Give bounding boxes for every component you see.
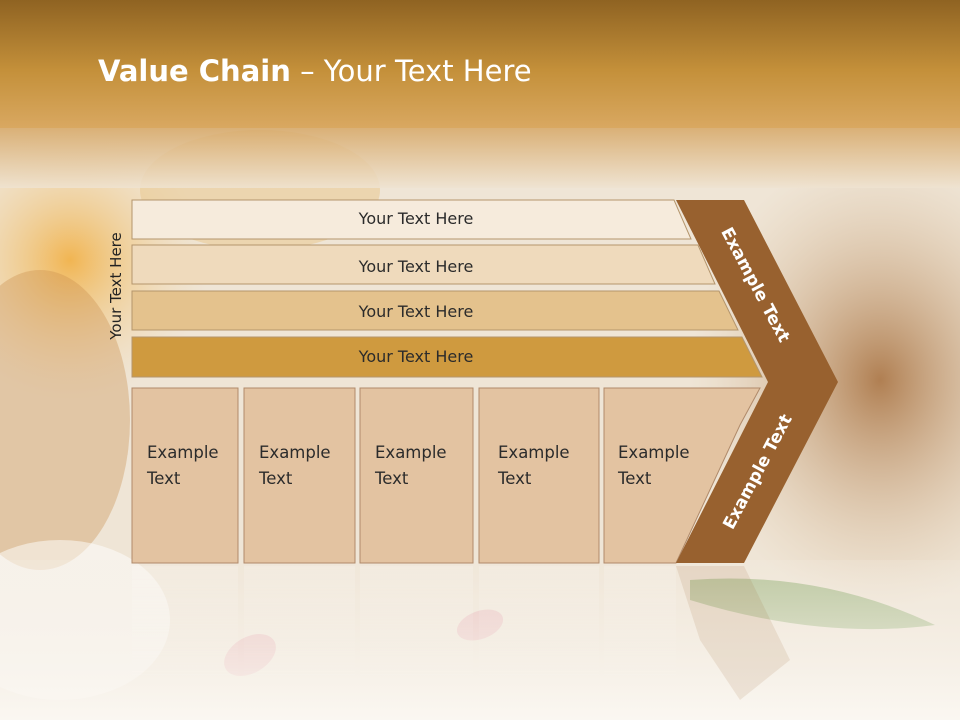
box-label-4-line1: Example (498, 443, 570, 462)
chevron-arrow (676, 200, 838, 563)
box-label-3-line1: Example (375, 443, 447, 462)
activity-box-1 (131, 387, 239, 564)
row-bar-3 (131, 290, 739, 331)
box-label-2: Example Text (259, 440, 331, 492)
box-label-5: Example Text (618, 440, 690, 492)
box-label-1: Example Text (147, 440, 219, 492)
row-label-4: Your Text Here (358, 347, 474, 366)
box-label-1-line2: Text (147, 469, 181, 488)
row-label-3: Your Text Here (358, 302, 474, 321)
activity-box-4 (478, 387, 600, 564)
row-bar-2 (131, 244, 716, 285)
box-label-2-line2: Text (259, 469, 293, 488)
box-label-5-line1: Example (618, 443, 690, 462)
row-label-1: Your Text Here (358, 209, 474, 228)
box-label-1-line1: Example (147, 443, 219, 462)
activity-box-5 (603, 387, 761, 564)
box-label-5-line2: Text (618, 469, 652, 488)
box-label-3: Example Text (375, 440, 447, 492)
slide-title: Value Chain – Your Text Here (98, 54, 532, 88)
activity-box-3 (359, 387, 474, 564)
row-label-2: Your Text Here (358, 257, 474, 276)
title-rest: – Your Text Here (290, 54, 532, 88)
reflection (132, 566, 790, 700)
box-label-4-line2: Text (498, 469, 532, 488)
title-bold: Value Chain (98, 54, 291, 88)
box-label-3-line2: Text (375, 469, 409, 488)
box-label-2-line1: Example (259, 443, 331, 462)
row-bar-1 (131, 199, 692, 240)
box-label-4: Example Text (498, 440, 570, 492)
row-bar-4 (131, 336, 763, 378)
activity-box-2 (243, 387, 356, 564)
